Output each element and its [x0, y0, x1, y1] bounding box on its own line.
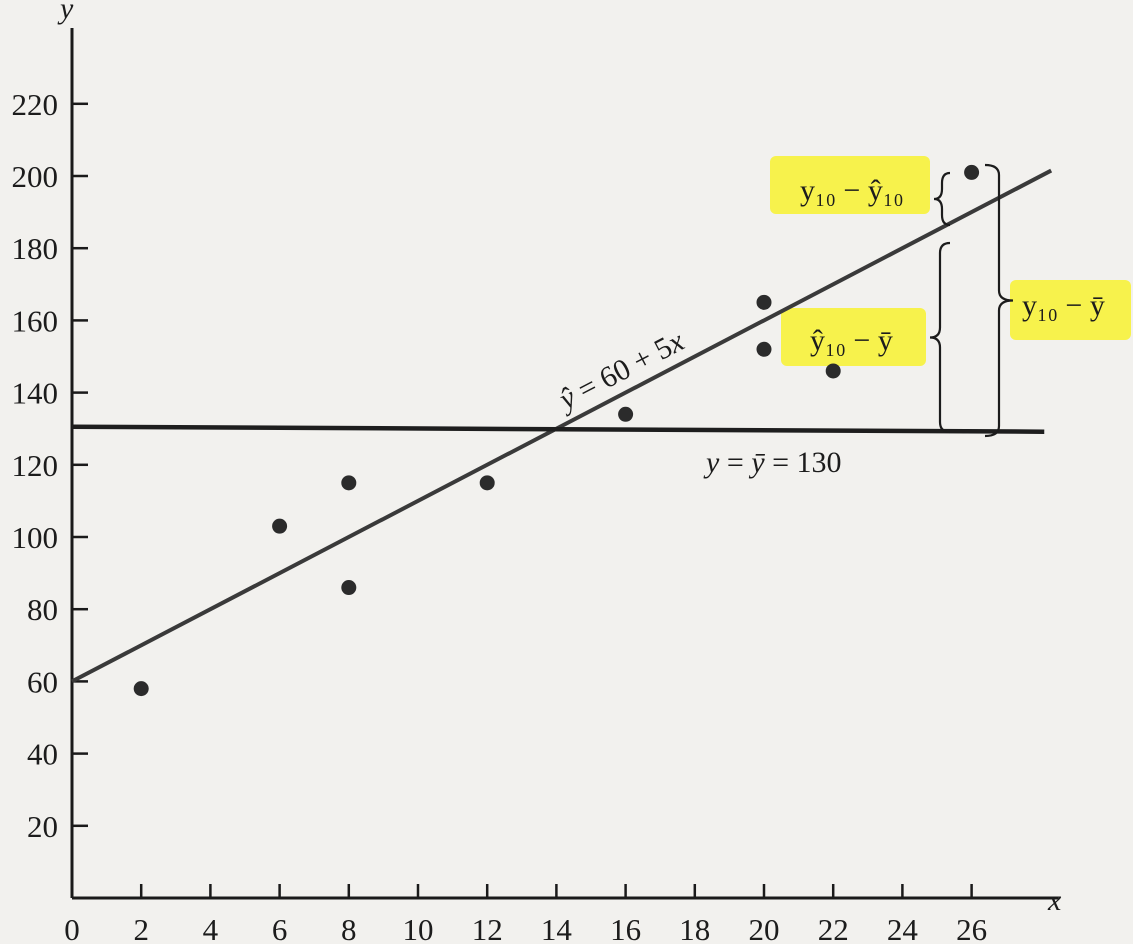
- x-tick-label: 16: [610, 912, 641, 944]
- mean-line-label: y = ȳ = 130: [703, 446, 842, 479]
- y-tick-label: 80: [27, 592, 58, 627]
- data-point: [341, 580, 357, 596]
- brace-residual: [933, 171, 951, 227]
- x-tick-label: 4: [203, 912, 219, 944]
- data-point: [618, 406, 634, 422]
- data-point: [479, 475, 495, 491]
- fit-lines: [71, 168, 1053, 684]
- data-point: [825, 363, 841, 379]
- data-point: [756, 341, 772, 357]
- x-tick-label: 12: [472, 912, 503, 944]
- brace-total: [984, 163, 1014, 438]
- y-tick-label: 120: [12, 448, 59, 483]
- y-tick-label: 20: [27, 809, 58, 844]
- x-axis-title: x: [1047, 884, 1062, 917]
- data-point: [756, 294, 772, 310]
- y-ticks: 20 40 60 80 100 120 140 160 180 200 220: [12, 87, 88, 844]
- x-tick-label: 2: [133, 912, 149, 944]
- x-tick-label: 18: [679, 912, 710, 944]
- x-tick-label: 22: [818, 912, 849, 944]
- x-tick-label: 8: [341, 912, 357, 944]
- x-tick-label: 14: [541, 912, 573, 944]
- y-tick-label: 140: [12, 376, 59, 411]
- highlight-explained: [781, 308, 926, 366]
- y-tick-label: 180: [12, 231, 59, 266]
- deviation-braces: [929, 163, 1014, 438]
- deviation-label-total: y₁₀ − ȳ: [1022, 289, 1105, 322]
- y-tick-label: 220: [12, 87, 59, 122]
- y-tick-label: 60: [27, 664, 58, 699]
- mean-line: [71, 424, 1045, 434]
- data-point: [341, 475, 357, 491]
- annotation-highlights: [770, 156, 1131, 366]
- y-tick-label: 100: [12, 520, 59, 555]
- y-tick-label: 40: [27, 737, 58, 772]
- regression-line: [71, 168, 1053, 684]
- x-tick-label: 0: [64, 912, 80, 944]
- x-tick-label: 26: [956, 912, 987, 944]
- highlight-total: [1010, 280, 1131, 340]
- y-tick-label: 200: [12, 159, 59, 194]
- x-tick-label: 6: [272, 912, 288, 944]
- data-points: [133, 164, 980, 697]
- deviation-label-explained: ŷ₁₀ − ȳ: [810, 324, 893, 357]
- data-point: [272, 518, 288, 534]
- highlight-residual: [770, 156, 930, 214]
- y-tick-label: 160: [12, 303, 59, 338]
- x-tick-label: 10: [403, 912, 434, 944]
- x-tick-label: 24: [887, 912, 919, 944]
- y-axis-title: y: [57, 0, 74, 25]
- brace-explained: [929, 241, 951, 434]
- data-point: [964, 164, 980, 180]
- data-point: [133, 681, 149, 697]
- deviation-labels: y₁₀ − ŷ₁₀ ŷ₁₀ − ȳ y₁₀ − ȳ: [800, 174, 1105, 357]
- deviation-label-residual: y₁₀ − ŷ₁₀: [800, 174, 904, 207]
- x-tick-label: 20: [749, 912, 780, 944]
